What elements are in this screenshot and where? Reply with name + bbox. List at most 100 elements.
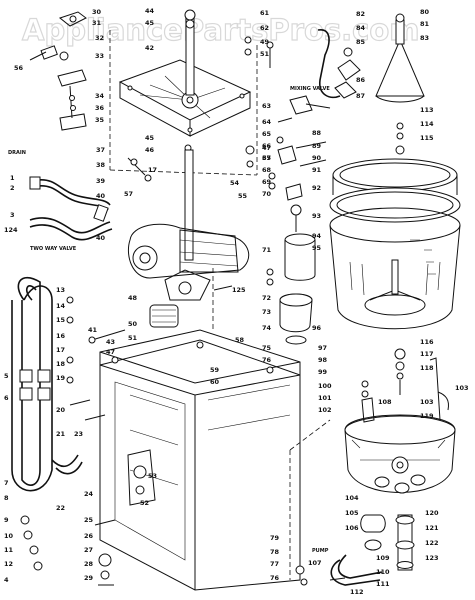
callout-50: 50 [128,320,138,328]
callout-58: 58 [235,336,245,344]
callout-73: 73 [262,308,271,316]
callout-68: 68 [262,166,272,174]
callout-43: 43 [106,338,115,346]
callout-122: 122 [425,539,439,547]
callout-94: 94 [312,232,322,240]
callout-62: 62 [260,24,269,32]
callout-40b: 40 [96,234,106,242]
callout-101: 101 [318,394,332,402]
callout-71: 71 [262,246,272,254]
drive-assembly [127,149,250,330]
callout-38: 38 [96,161,106,169]
caption-drain: DRAIN [8,150,26,156]
callout-115: 115 [420,134,434,142]
callout-108: 108 [378,398,392,406]
callout-34: 34 [95,92,105,100]
callout-19: 19 [56,374,66,382]
callout-120: 120 [425,509,439,517]
callout-16: 16 [56,332,66,340]
callout-23: 23 [74,430,83,438]
callout-45: 45 [145,19,155,27]
callout-93: 93 [312,212,321,220]
callout-51: 51 [260,50,270,58]
callout-118: 118 [420,364,434,372]
callout-64: 64 [262,118,272,126]
callout-8: 8 [4,494,9,502]
callout-9: 9 [4,516,9,524]
callout-41: 41 [88,326,98,334]
callout-12: 12 [4,560,13,568]
outer-tub-lower [289,348,456,586]
callout-2: 2 [10,184,15,192]
callout-10: 10 [4,532,14,540]
callout-119: 119 [420,412,434,420]
callout-6: 6 [4,394,9,402]
callout-5: 5 [4,372,9,380]
mixing-valve-and-agitator [266,13,425,201]
callout-84: 84 [356,24,366,32]
watermark: AppliancePartsPros.com [22,13,419,47]
callout-107: 107 [308,559,322,567]
mounting-plate-assembly [109,9,258,176]
callout-81: 81 [420,20,430,28]
callout-51b: 51 [128,334,138,342]
callout-28: 28 [84,560,94,568]
callout-117: 117 [420,350,434,358]
callout-60: 60 [210,378,220,386]
callout-110: 110 [376,568,390,576]
tub-and-basket [329,158,461,330]
callout-123: 123 [425,554,439,562]
callout-32: 32 [95,34,104,42]
callout-121: 121 [425,524,439,532]
callout-31: 31 [92,19,102,27]
callout-74: 74 [262,324,272,332]
callout-89: 89 [312,142,322,150]
callout-3: 3 [10,211,15,219]
callout-111: 111 [376,580,390,588]
callout-80: 80 [420,8,430,16]
callout-98: 98 [318,356,328,364]
callout-54: 54 [230,179,240,187]
callout-26: 26 [84,532,94,540]
callout-67: 67 [262,154,271,162]
callout-13: 13 [56,286,65,294]
callout-76: 76 [262,356,272,364]
callout-112: 112 [350,588,364,596]
callout-37: 37 [96,146,105,154]
callout-92: 92 [312,184,321,192]
cabinet-base [99,329,301,591]
callout-61: 61 [260,9,270,17]
callout-76b: 76 [270,574,280,582]
callout-14: 14 [56,302,66,310]
callout-59: 59 [210,366,220,374]
callout-66: 66 [262,142,272,150]
callout-17: 17 [148,166,157,174]
callout-39: 39 [96,177,106,185]
callout-57: 57 [124,190,133,198]
callout-70: 70 [262,190,272,198]
callout-87: 87 [356,92,365,100]
callout-46: 46 [145,146,155,154]
callout-33: 33 [95,52,104,60]
callout-69: 69 [262,178,272,186]
callout-90: 90 [312,154,322,162]
callout-52: 52 [140,499,149,507]
callout-125: 125 [232,286,246,294]
callout-11: 11 [4,546,14,554]
callout-96: 96 [312,324,322,332]
callout-22: 22 [56,504,65,512]
callout-48: 48 [128,294,138,302]
callout-91: 91 [312,166,322,174]
callout-29: 29 [84,574,94,582]
callout-109: 109 [376,554,390,562]
callout-116: 116 [420,338,434,346]
callout-105: 105 [345,509,359,517]
callout-88: 88 [312,129,322,137]
callout-83: 83 [420,34,429,42]
callout-18: 18 [56,360,66,368]
callout-99: 99 [318,368,328,376]
drain-hoses [29,157,152,241]
caption-pump: PUMP [312,548,329,554]
callout-42: 42 [145,44,154,52]
callout-78: 78 [270,548,280,556]
